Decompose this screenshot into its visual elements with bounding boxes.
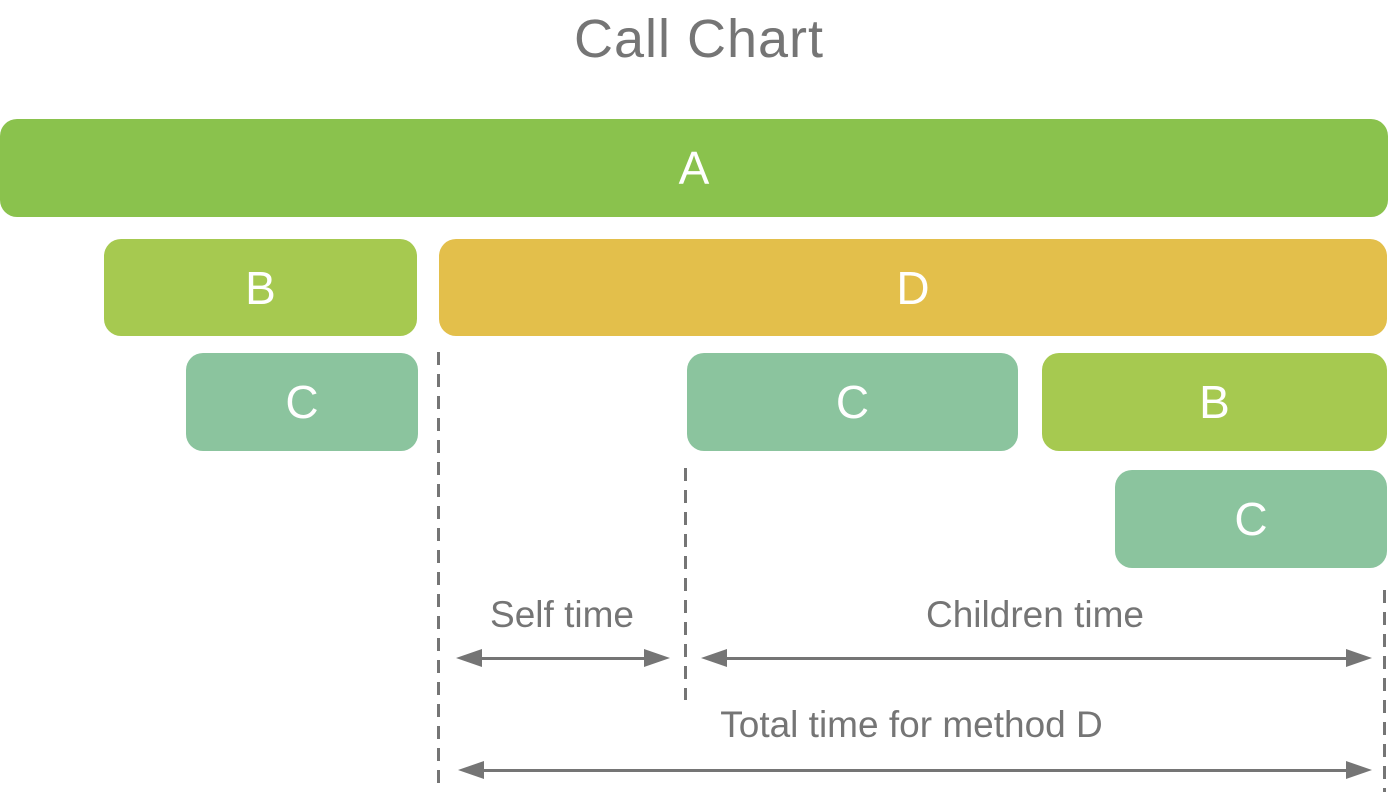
arrowhead-left-icon	[456, 649, 482, 667]
arrowhead-left-icon	[701, 649, 727, 667]
call-bar-method-c-second: C	[687, 353, 1018, 451]
guide-line-children-start	[684, 468, 687, 700]
call-bar-method-b-second: B	[1042, 353, 1387, 451]
arrowhead-right-icon	[1346, 761, 1372, 779]
children-time-label: Children time	[926, 594, 1144, 635]
arrowhead-left-icon	[458, 761, 484, 779]
self-time-label: Self time	[490, 594, 634, 635]
children-time-arrow	[701, 649, 1372, 667]
guide-line-d-start	[437, 352, 440, 792]
call-bar-method-d: D	[439, 239, 1387, 336]
guide-line-d-end	[1383, 590, 1386, 792]
total-time-arrow	[458, 761, 1372, 779]
total-time-label: Total time for method D	[720, 704, 1103, 745]
arrowhead-right-icon	[1346, 649, 1372, 667]
self-time-arrow	[456, 649, 670, 667]
diagram-title: Call Chart	[573, 9, 825, 69]
call-bar-method-a: A	[0, 119, 1388, 217]
call-bar-method-c-first: C	[186, 353, 418, 451]
call-bar-method-b-first: B	[104, 239, 417, 336]
arrowhead-right-icon	[644, 649, 670, 667]
call-bar-method-c-third: C	[1115, 470, 1387, 568]
